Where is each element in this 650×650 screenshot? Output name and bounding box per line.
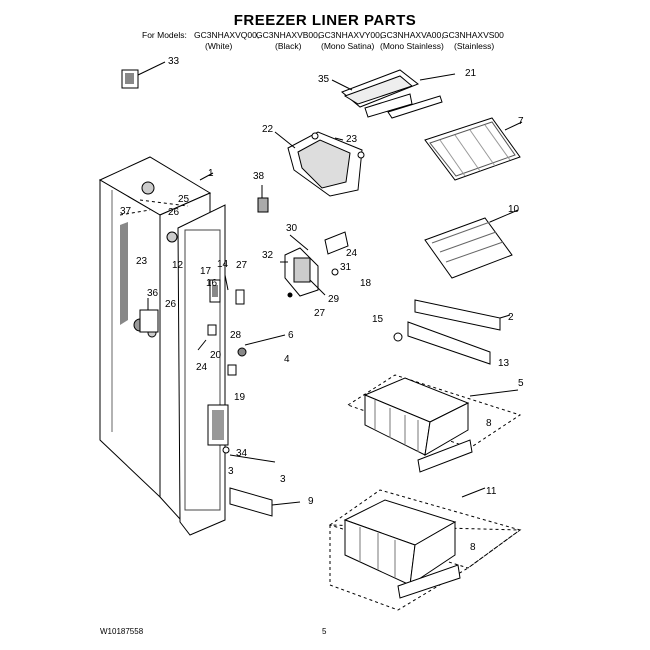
part-10-wire-grille <box>424 209 519 279</box>
callout: 4 <box>284 354 290 365</box>
model-color: (Black) <box>275 41 302 51</box>
callout: 7 <box>518 116 524 127</box>
callout: 35 <box>318 74 330 85</box>
part-38-bracket <box>257 185 269 213</box>
callout: 12 <box>172 260 184 271</box>
callout: 38 <box>253 171 265 182</box>
callout: 8 <box>486 418 492 429</box>
callout: 28 <box>230 330 242 341</box>
callout: 32 <box>262 250 274 261</box>
callout: 31 <box>340 262 352 273</box>
callout: 36 <box>147 288 159 299</box>
callout: 33 <box>168 56 180 67</box>
callout: 3 <box>280 474 286 485</box>
callout: 29 <box>328 294 340 305</box>
part-36-damper <box>139 298 159 333</box>
callout: 8 <box>470 542 476 553</box>
models-prefix: For Models: <box>142 30 187 40</box>
callout: 24 <box>346 248 358 259</box>
callout: 23 <box>346 134 358 145</box>
callout-labels: 33 35 21 22 23 7 1 38 25 37 26 10 30 24 … <box>120 56 524 553</box>
part-11-lower-basket <box>328 487 522 611</box>
callout: 2 <box>508 312 514 323</box>
callout: 27 <box>314 308 326 319</box>
part-35-21-rail <box>331 69 456 119</box>
model-color: (Stainless) <box>454 41 495 51</box>
document-number: W10187558 <box>100 627 144 636</box>
callout: 19 <box>234 392 246 403</box>
part-7-wire-shelf <box>424 117 523 181</box>
callout: 20 <box>210 350 222 361</box>
callout: 11 <box>486 486 497 497</box>
callout: 13 <box>498 358 510 369</box>
callout: 14 <box>217 259 229 270</box>
page-number: 5 <box>322 627 327 636</box>
model-number: GC3NHAXVQ00, <box>194 30 260 40</box>
callout: 16 <box>206 278 218 289</box>
model-number: GC3NHAXVY00, <box>318 30 383 40</box>
callout: 26 <box>168 207 180 218</box>
callout: 10 <box>508 204 520 215</box>
model-color: (Mono Stainless) <box>380 41 444 51</box>
model-color: (White) <box>205 41 233 51</box>
callout: 34 <box>236 448 248 459</box>
callout: 5 <box>518 378 524 389</box>
callout: 24 <box>196 362 208 373</box>
part-33-clip <box>121 61 166 89</box>
callout: 6 <box>288 330 294 341</box>
callout: 1 <box>208 168 214 179</box>
part-5-upper-basket <box>346 374 522 473</box>
part-30-mount <box>280 231 349 298</box>
model-number: GC3NHAXVB00, <box>256 30 321 40</box>
part-22-support <box>274 131 365 197</box>
callout: 23 <box>136 256 148 267</box>
callout: 18 <box>360 278 372 289</box>
callout: 37 <box>120 206 132 217</box>
callout: 30 <box>286 223 298 234</box>
callout: 25 <box>178 194 190 205</box>
part-2-trim <box>393 299 511 365</box>
callout: 27 <box>236 260 248 271</box>
callout: 26 <box>165 299 177 310</box>
model-color: (Mono Satina) <box>321 41 375 51</box>
part-1-freezer-liner <box>98 156 226 536</box>
callout: 9 <box>308 496 314 507</box>
part-fasteners <box>197 274 286 376</box>
model-number: GC3NHAXVA00, <box>380 30 444 40</box>
page-title: FREEZER LINER PARTS <box>233 12 417 29</box>
callout: 22 <box>262 124 274 135</box>
part-34-hinge <box>207 404 301 517</box>
callout: 21 <box>465 68 477 79</box>
model-number: GC3NHAXVS00 <box>442 30 504 40</box>
callout: 17 <box>200 266 212 277</box>
callout: 3 <box>228 466 234 477</box>
callout: 15 <box>372 314 384 325</box>
